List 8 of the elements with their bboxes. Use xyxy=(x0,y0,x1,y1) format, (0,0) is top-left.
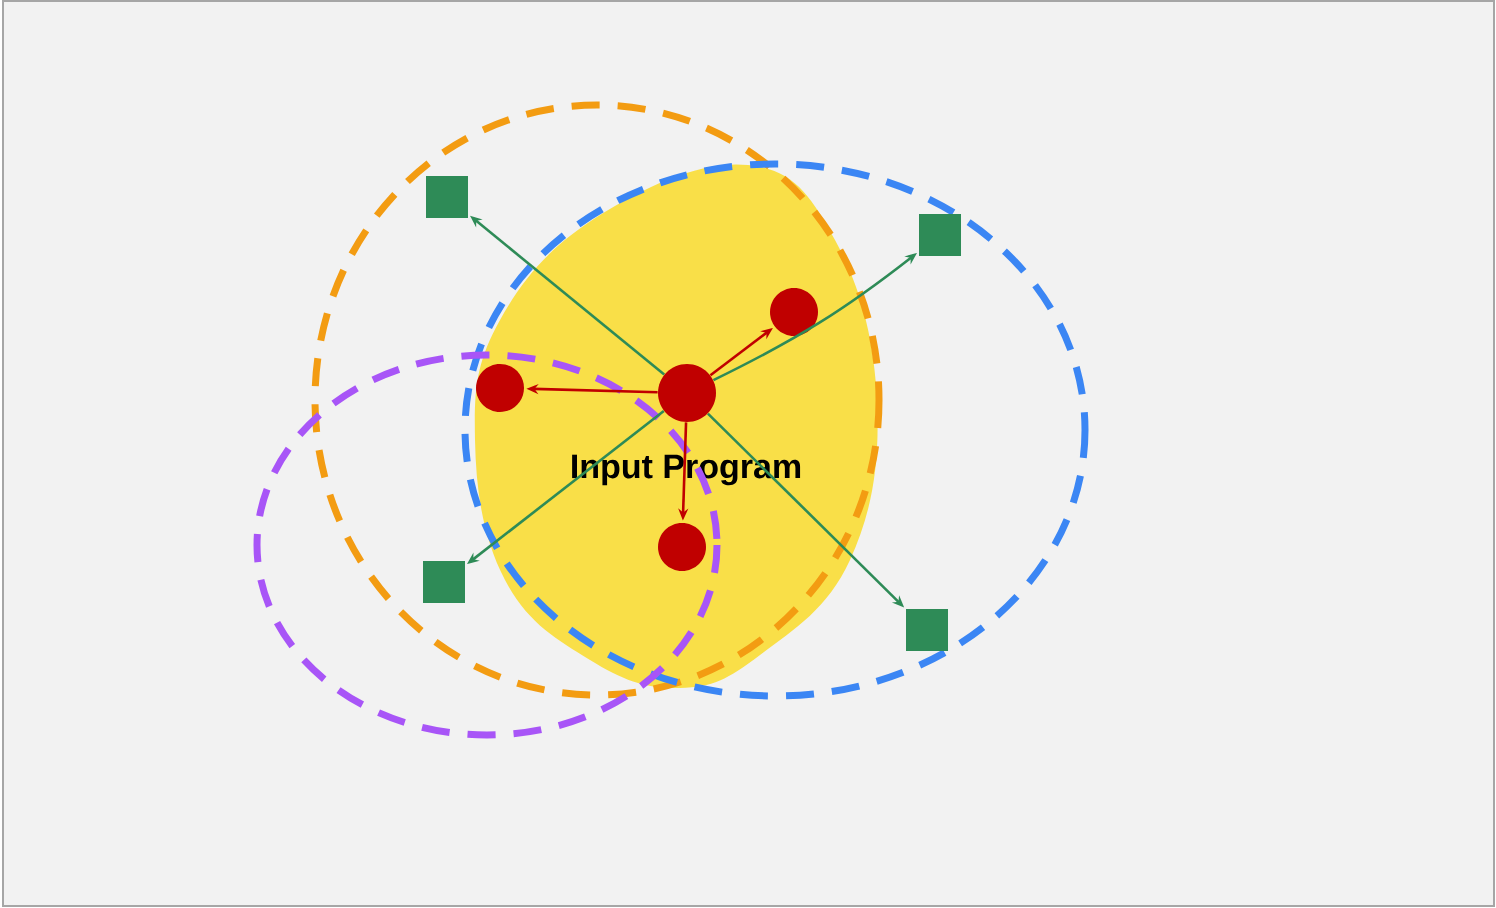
dot xyxy=(476,364,524,412)
dot xyxy=(658,523,706,571)
dot xyxy=(770,288,818,336)
square-marker xyxy=(426,176,468,218)
square-marker xyxy=(906,609,948,651)
dot xyxy=(658,364,716,422)
square-marker xyxy=(423,561,465,603)
square-marker xyxy=(919,214,961,256)
